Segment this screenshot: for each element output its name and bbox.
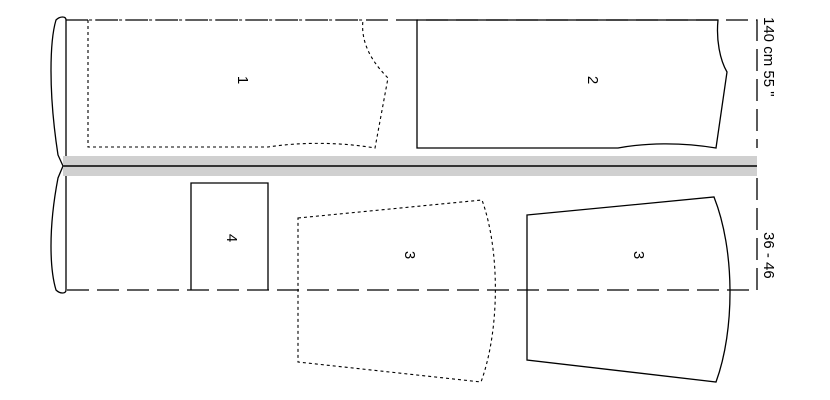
piece-label-3-solid: 3 <box>630 251 647 259</box>
pattern-piece-2 <box>416 19 728 149</box>
pattern-piece-4 <box>190 182 269 290</box>
pattern-piece-1 <box>87 19 389 149</box>
fabric-width-label: 140 cm 55 " <box>760 17 777 97</box>
piece-label-1: 1 <box>234 76 251 84</box>
fabric-lower-boundary <box>66 178 758 291</box>
fabric-bolt-edge <box>50 16 67 294</box>
piece-label-4: 4 <box>223 234 240 242</box>
piece-label-3-dotted: 3 <box>401 251 418 259</box>
pattern-piece-3-solid <box>526 196 731 383</box>
piece-label-2: 2 <box>584 76 601 84</box>
pattern-piece-3-dotted <box>297 199 496 383</box>
fabric-upper-boundary <box>66 19 758 148</box>
size-range-label: 36 - 46 <box>760 232 777 279</box>
